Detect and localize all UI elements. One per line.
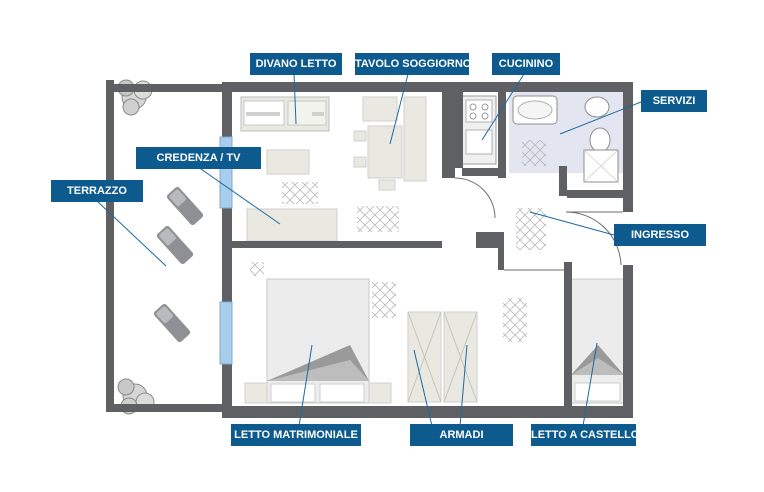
sun-loungers — [153, 187, 204, 342]
label-armadi: ARMADI — [410, 424, 513, 446]
leader-lines — [96, 73, 642, 427]
floor-tile-marks — [250, 140, 546, 342]
label-credenza-tv: CREDENZA / TV — [136, 147, 261, 169]
kitchenette — [461, 95, 497, 165]
label-divano-letto: DIVANO LETTO — [250, 53, 342, 75]
label-terrazzo: TERRAZZO — [51, 180, 143, 202]
sofa-bed — [240, 96, 330, 132]
label-servizi: SERVIZI — [641, 90, 707, 112]
bunk-bed — [570, 278, 625, 404]
window-bedroom — [219, 301, 233, 365]
wardrobes — [407, 311, 478, 403]
label-tavolo-soggiorno: TAVOLO SOGGIORNO — [355, 53, 471, 75]
bathroom-fixtures — [512, 95, 619, 183]
label-letto-matrimoniale: LETTO MATRIMONIALE — [231, 424, 361, 446]
label-letto-a-castello: LETTO A CASTELLO — [531, 424, 639, 446]
label-cucinino: CUCININO — [492, 53, 560, 75]
coffee-table — [266, 149, 310, 175]
walls — [106, 80, 633, 418]
label-ingresso: INGRESSO — [614, 224, 706, 246]
dining-table — [353, 96, 427, 191]
sideboard-tv — [246, 208, 338, 242]
door-swings — [454, 177, 623, 271]
double-bed — [244, 278, 392, 404]
